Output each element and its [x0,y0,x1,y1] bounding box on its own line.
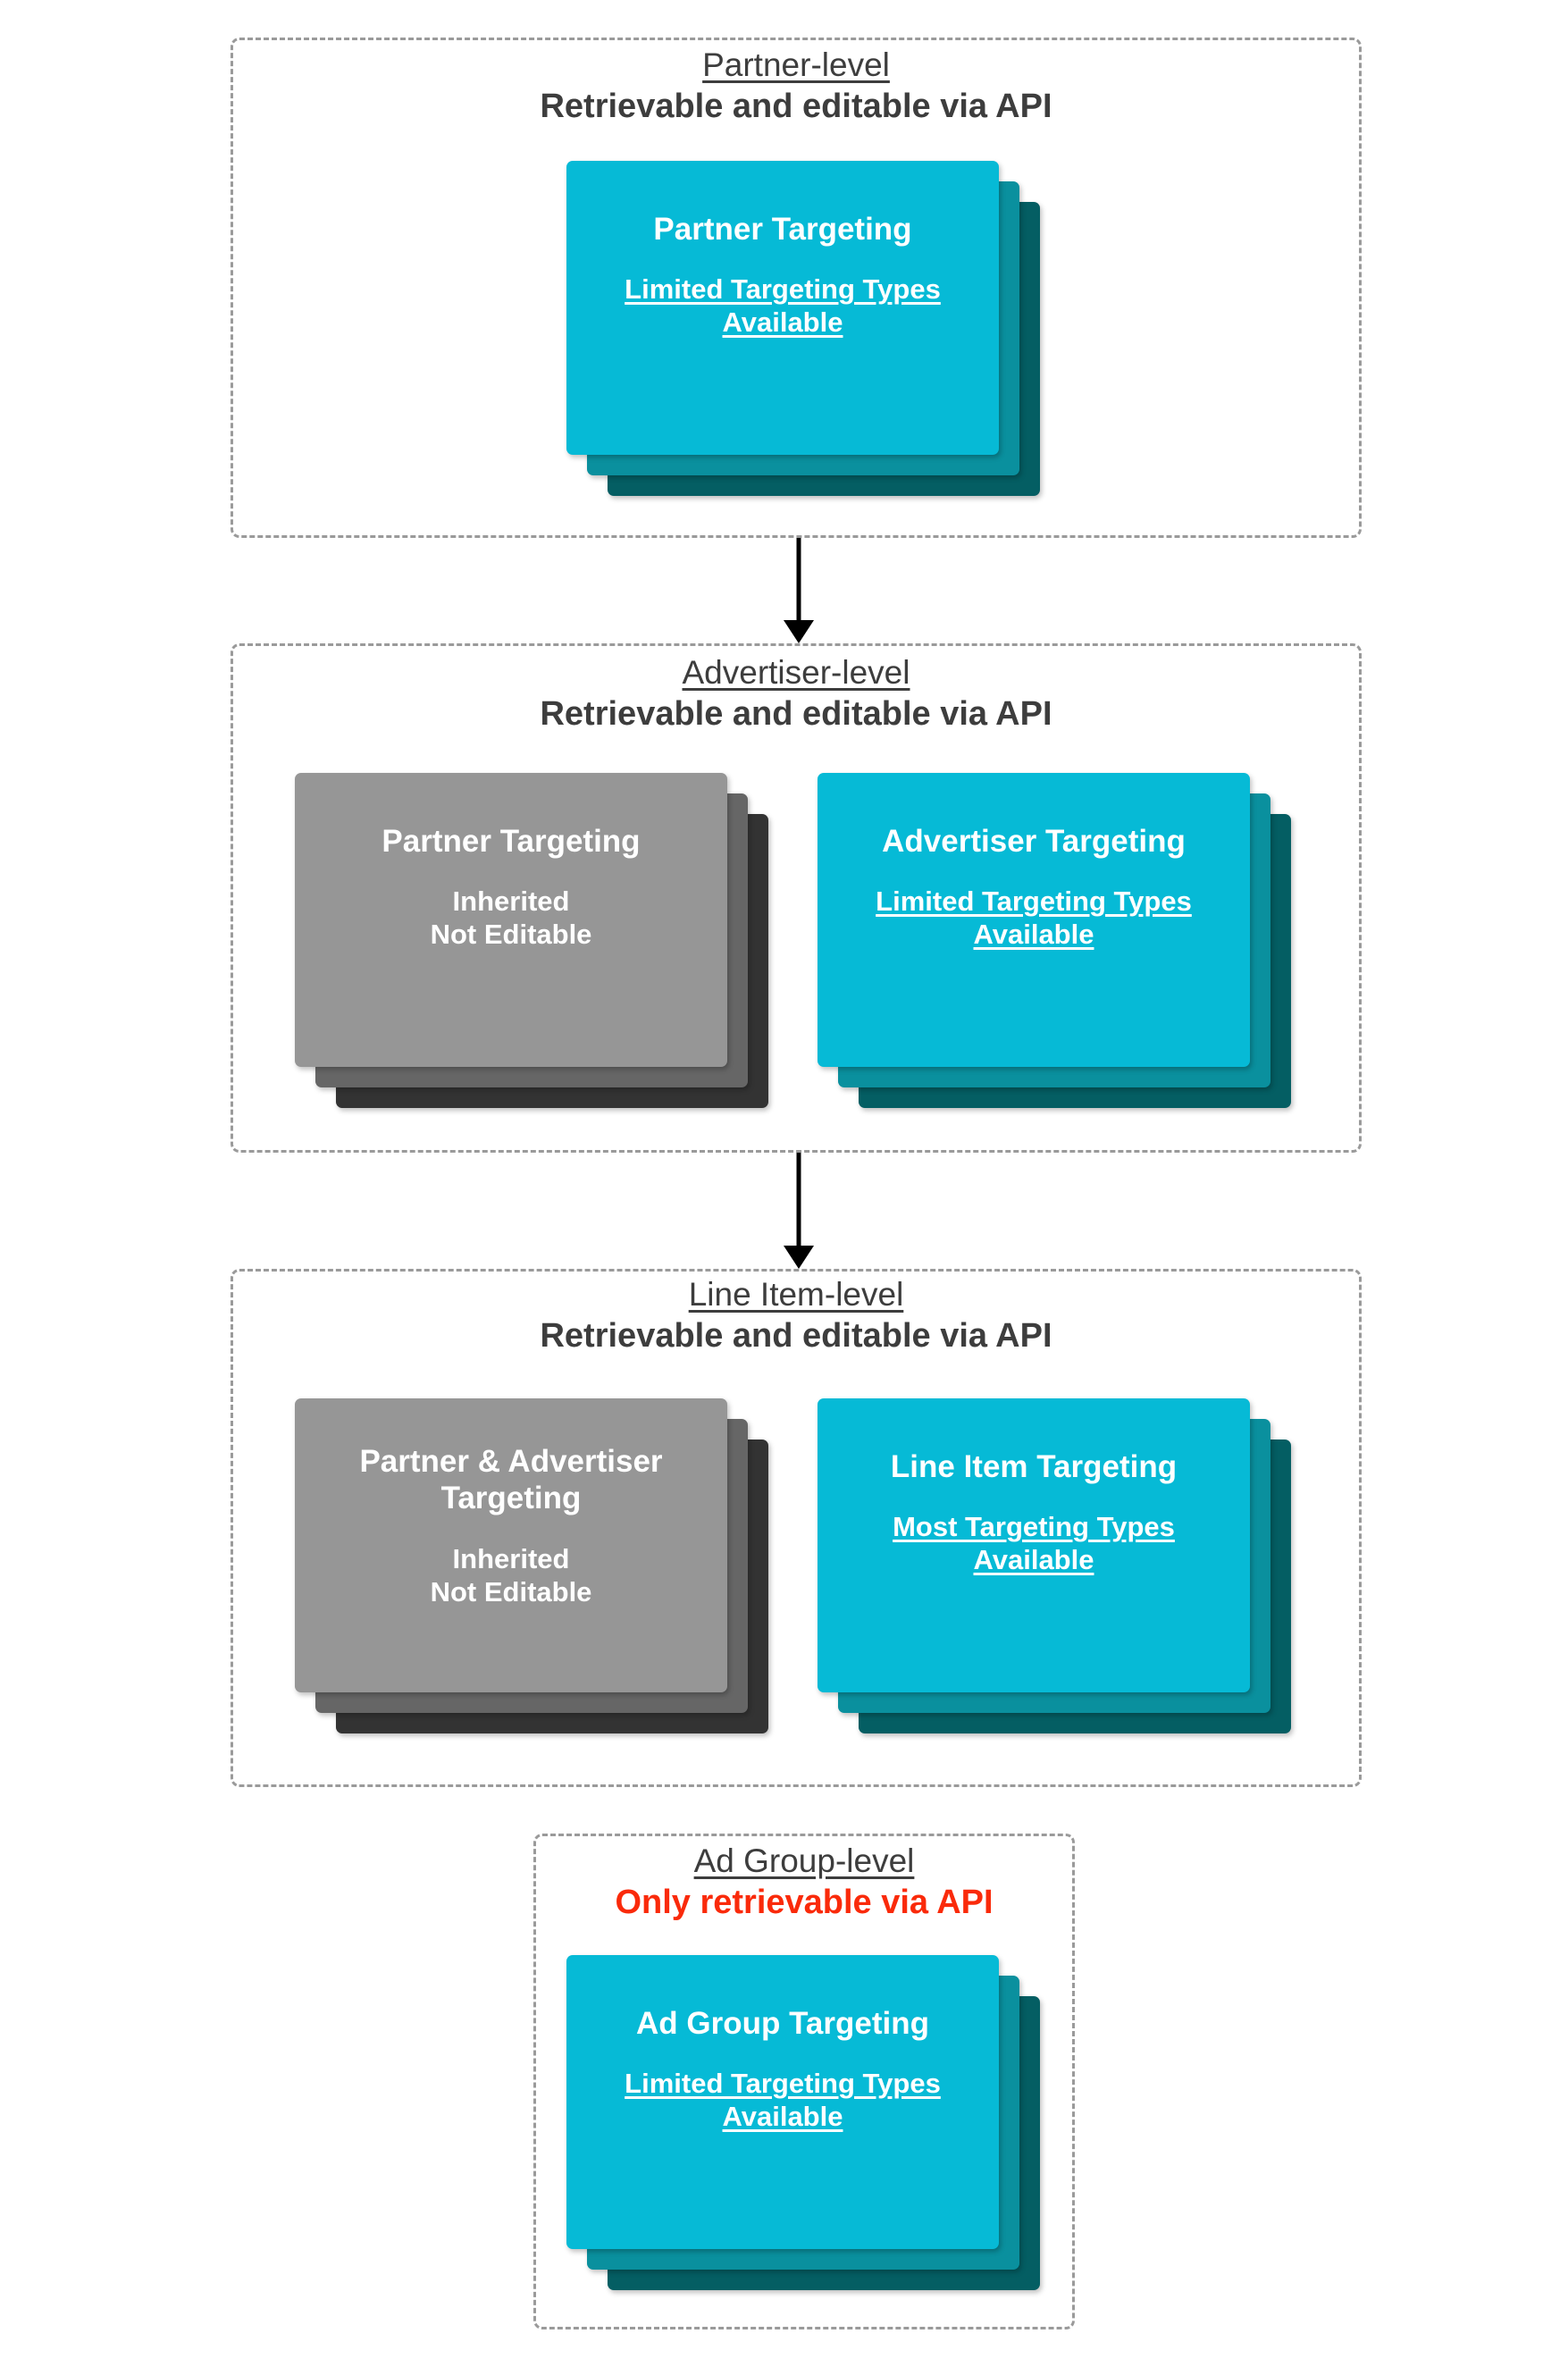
card-stack-line-item-targeting: Line Item Targeting Most Targeting Types… [818,1398,1291,1733]
card-inherited-partner-targeting[interactable]: Partner Targeting Inherited Not Editable [295,773,727,1067]
level-container-line-item [231,1269,1362,1787]
card-body: Ad Group Targeting Limited Targeting Typ… [566,2005,999,2134]
card-partner-targeting[interactable]: Partner Targeting Limited Targeting Type… [566,161,999,455]
card-inherited-partner-advertiser-targeting[interactable]: Partner & Advertiser Targeting Inherited… [295,1398,727,1692]
level-container-advertiser [231,643,1362,1153]
card-note: Limited Targeting Types Available [625,2068,941,2133]
card-ad-group-targeting[interactable]: Ad Group Targeting Limited Targeting Typ… [566,1955,999,2249]
arrow-head-icon [784,1246,814,1269]
card-body: Partner & Advertiser Targeting Inherited… [295,1443,727,1608]
card-stack-line-item-inherited: Partner & Advertiser Targeting Inherited… [295,1398,768,1733]
card-title: Line Item Targeting [890,1449,1178,1484]
card-title: Partner & Advertiser Targeting [359,1444,663,1516]
card-note: Inherited Not Editable [430,1542,592,1607]
card-title: Partner Targeting [653,212,912,247]
card-note: Limited Targeting Types Available [625,273,941,339]
card-body: Partner Targeting Inherited Not Editable [295,823,727,952]
card-stack-advertiser-inherited: Partner Targeting Inherited Not Editable [295,773,768,1108]
card-stack-advertiser-targeting: Advertiser Targeting Limited Targeting T… [818,773,1291,1108]
card-note: Most Targeting Types Available [893,1511,1175,1576]
level-container-partner [231,38,1362,538]
card-title: Advertiser Targeting [882,824,1186,859]
card-note: Inherited Not Editable [430,886,592,951]
card-body: Advertiser Targeting Limited Targeting T… [818,823,1250,952]
card-title: Ad Group Targeting [636,2006,929,2041]
arrow-shaft [796,1153,801,1249]
card-body: Line Item Targeting Most Targeting Types… [818,1448,1250,1577]
card-advertiser-targeting[interactable]: Advertiser Targeting Limited Targeting T… [818,773,1250,1067]
arrow-shaft [796,538,801,624]
arrow-head-icon [784,620,814,643]
card-line-item-targeting[interactable]: Line Item Targeting Most Targeting Types… [818,1398,1250,1692]
card-stack-partner-targeting: Partner Targeting Limited Targeting Type… [566,161,1040,496]
level-container-ad-group [533,1834,1075,2329]
card-title: Partner Targeting [382,824,641,859]
card-stack-ad-group-targeting: Ad Group Targeting Limited Targeting Typ… [566,1955,1040,2290]
card-body: Partner Targeting Limited Targeting Type… [566,211,999,340]
card-note: Limited Targeting Types Available [876,886,1192,951]
